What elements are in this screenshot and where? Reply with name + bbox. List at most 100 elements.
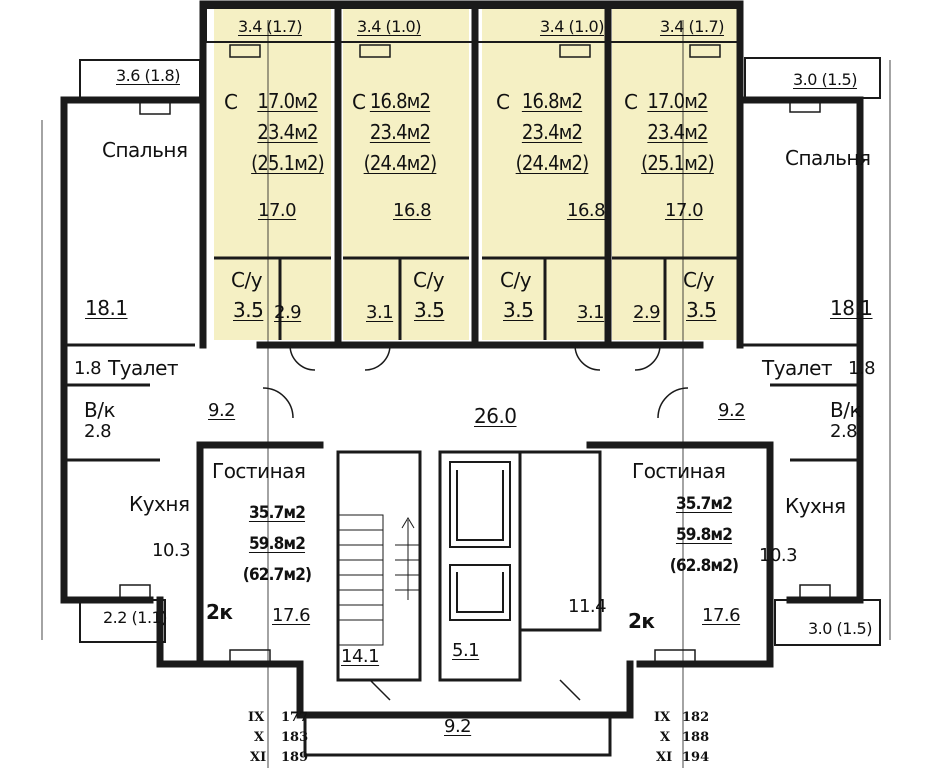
apartment-total-area: 59.8м2 <box>675 525 733 545</box>
axis-lines <box>41 20 891 768</box>
studio-living-area: 16.8м2 <box>369 89 431 113</box>
balcony-label: 3.4 (1.0) <box>357 17 421 36</box>
hall-area: 3.1 <box>366 302 394 323</box>
floor-number: XI <box>656 750 673 765</box>
hallway-area: 9.2 <box>718 400 746 421</box>
kitchen-area: 10.3 <box>152 540 191 561</box>
hall-area: 2.9 <box>633 302 661 323</box>
living-room-label: Гостиная <box>212 459 306 483</box>
balcony-label: 3.0 (1.5) <box>808 619 872 638</box>
lobby-area: 11.4 <box>568 596 607 617</box>
living-room-area: 17.6 <box>272 605 311 626</box>
studio-balcony-area: (24.4м2) <box>363 151 438 175</box>
balcony-label: 3.0 (1.5) <box>793 70 857 89</box>
studio-total-area: 23.4м2 <box>369 120 431 144</box>
closet-area: 2.8 <box>84 421 112 442</box>
toilet-area: 1.8 <box>848 358 876 379</box>
bathroom-area: 3.5 <box>686 298 717 322</box>
elevator-hall-area: 5.1 <box>452 640 480 661</box>
apartment-total-area: 59.8м2 <box>248 534 306 554</box>
kitchen-label: Кухня <box>129 492 190 516</box>
studio-area-block: 16.8м2 23.4м2 (24.4м2) <box>360 86 440 179</box>
elevators <box>449 461 511 621</box>
apartment-area-block: 35.7м2 59.8м2 (62.8м2) <box>664 489 744 582</box>
balcony-label: 3.6 (1.8) <box>116 66 180 85</box>
studio-living-area: 16.8м2 <box>521 89 583 113</box>
toilet-label: Туалет <box>762 356 833 380</box>
kitchen-label: Кухня <box>785 494 846 518</box>
apartment-balcony-area: (62.8м2) <box>669 556 739 576</box>
apartment-number: 194 <box>682 750 710 765</box>
balcony-label: 3.4 (1.7) <box>660 17 724 36</box>
studio-room-area: 16.8 <box>393 200 432 221</box>
corridor-area: 26.0 <box>474 404 517 428</box>
floor-number: X <box>254 730 265 745</box>
closet-label: В/к <box>84 398 116 422</box>
apartment-number: 177 <box>281 710 309 725</box>
toilet-label: Туалет <box>108 356 179 380</box>
studio-total-area: 23.4м2 <box>647 120 708 144</box>
bedroom-area: 18.1 <box>85 296 128 320</box>
apartment-number: 182 <box>682 710 710 725</box>
apartment-living-area: 35.7м2 <box>248 503 306 523</box>
stairwell-area: 14.1 <box>341 646 380 667</box>
floor-number: XI <box>250 750 267 765</box>
closet-label: В/к <box>830 398 862 422</box>
hall-area: 2.9 <box>274 302 302 323</box>
vestibule-area: 9.2 <box>444 716 472 737</box>
rooms-count: 2к <box>206 600 233 624</box>
studio-balcony-area: (25.1м2) <box>251 151 325 175</box>
studio-room-area: 17.0 <box>258 200 297 221</box>
studio-2-highlight <box>343 5 469 340</box>
balcony-label: 3.4 (1.0) <box>540 17 604 36</box>
bedroom-label: Спальня <box>102 138 188 162</box>
apartment-balcony-area: (62.7м2) <box>242 565 312 585</box>
bedroom-label: Спальня <box>785 146 871 170</box>
windows <box>119 44 831 665</box>
kitchen-area: 10.3 <box>759 545 798 566</box>
apartment-number: 183 <box>281 730 309 745</box>
bathroom-label: С/у <box>683 268 715 292</box>
studio-total-area: 23.4м2 <box>257 120 318 144</box>
studio-type-letter: С <box>624 90 638 114</box>
studio-1-highlight <box>214 5 331 340</box>
bathroom-label: С/у <box>413 268 445 292</box>
bedroom-area: 18.1 <box>830 296 873 320</box>
studio-type-letter: С <box>496 90 510 114</box>
studio-living-area: 17.0м2 <box>257 89 318 113</box>
studio-type-letter: С <box>224 90 238 114</box>
toilet-area: 1.8 <box>74 358 102 379</box>
balcony-label: 2.2 (1.1) <box>103 608 167 627</box>
bathroom-area: 3.5 <box>414 298 445 322</box>
apartment-number: 189 <box>281 750 309 765</box>
studio-room-area: 16.8 <box>567 200 606 221</box>
studio-balcony-area: (25.1м2) <box>641 151 715 175</box>
apartment-living-area: 35.7м2 <box>675 494 733 514</box>
studio-area-block: 16.8м2 23.4м2 (24.4м2) <box>512 86 592 179</box>
studio-living-area: 17.0м2 <box>647 89 708 113</box>
living-room-area: 17.6 <box>702 605 741 626</box>
floor-number: X <box>660 730 671 745</box>
bathroom-label: С/у <box>500 268 532 292</box>
apartment-area-block: 35.7м2 59.8м2 (62.7м2) <box>237 498 317 591</box>
studio-highlights <box>214 5 737 340</box>
living-room-label: Гостиная <box>632 459 726 483</box>
studio-balcony-area: (24.4м2) <box>515 151 590 175</box>
bathroom-area: 3.5 <box>503 298 534 322</box>
floor-number: IX <box>654 710 671 725</box>
studio-area-block: 17.0м2 23.4м2 (25.1м2) <box>640 86 715 179</box>
hall-area: 3.1 <box>577 302 605 323</box>
bathroom-area: 3.5 <box>233 298 264 322</box>
studio-room-area: 17.0 <box>665 200 704 221</box>
hallway-area: 9.2 <box>208 400 236 421</box>
floor-number: IX <box>248 710 265 725</box>
studio-total-area: 23.4м2 <box>521 120 583 144</box>
balconies <box>79 7 881 646</box>
balcony-label: 3.4 (1.7) <box>238 17 302 36</box>
closet-area: 2.8 <box>830 421 858 442</box>
stairs <box>337 514 420 646</box>
bathroom-label: С/у <box>231 268 263 292</box>
studio-4-highlight <box>612 5 737 340</box>
rooms-count: 2к <box>628 609 655 633</box>
